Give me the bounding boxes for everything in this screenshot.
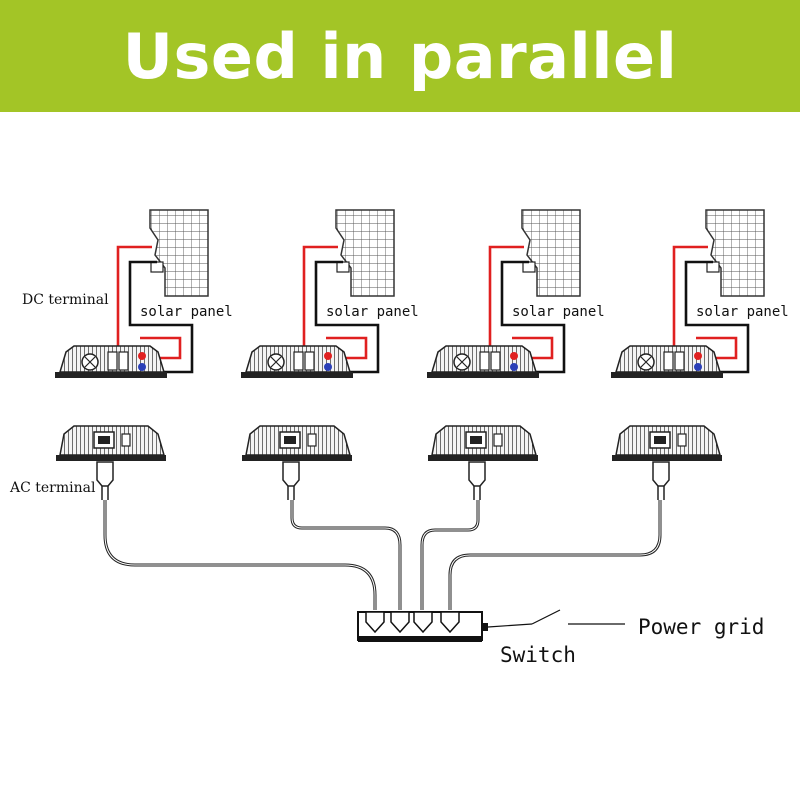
solar-panel [335, 209, 395, 297]
ac-plug-icon [282, 461, 300, 487]
ac-terminal-label: AC terminal [9, 480, 96, 496]
ac-switch-icon [121, 433, 131, 447]
solar-panel-label: solar panel [140, 304, 233, 320]
junction-box [706, 261, 720, 273]
ac-plug-icon [652, 461, 670, 487]
ac-switch-icon [307, 433, 317, 447]
socket-1 [365, 611, 385, 634]
power-grid-label: Power grid [638, 615, 764, 639]
ac-cable-1 [103, 500, 377, 610]
dc-negative-wire [128, 260, 194, 374]
distribution-box [357, 611, 488, 642]
socket-4 [440, 611, 460, 634]
dc-connector-icon [293, 351, 304, 371]
page-title: Used in parallel [122, 19, 678, 93]
socket-3 [413, 611, 433, 634]
negative-terminal-icon [324, 363, 332, 371]
dc-negative-wire [314, 260, 380, 374]
title-banner: Used in parallel [0, 0, 800, 112]
positive-terminal-icon [324, 352, 332, 360]
inverter-unit-2: solar panel [241, 209, 419, 500]
dc-negative-wire [500, 260, 566, 374]
ac-cable-2 [290, 500, 402, 610]
dc-terminal-label: DC terminal [22, 292, 109, 308]
negative-terminal-icon [694, 363, 702, 371]
switch-lever [531, 609, 561, 625]
dc-negative-wire [684, 260, 750, 374]
negative-terminal-icon [510, 363, 518, 371]
positive-terminal-icon [138, 352, 146, 360]
grid-switch [487, 609, 625, 628]
solar-panel-label: solar panel [326, 304, 419, 320]
junction-box [522, 261, 536, 273]
inverter-unit-1: solar panel [55, 209, 233, 500]
ac-plug-icon [96, 461, 114, 487]
dc-connector-icon [107, 351, 118, 371]
ac-switch-icon [677, 433, 687, 447]
inverter-unit-3: solar panel [427, 209, 605, 500]
negative-terminal-icon [138, 363, 146, 371]
solar-panel-label: solar panel [512, 304, 605, 320]
junction-box [336, 261, 350, 273]
ac-plug-icon [468, 461, 486, 487]
dc-connector-icon [479, 351, 490, 371]
solar-panel [149, 209, 209, 297]
positive-terminal-icon [510, 352, 518, 360]
switch-label: Switch [500, 643, 576, 667]
socket-2 [390, 611, 410, 634]
solar-panel [521, 209, 581, 297]
solar-panel-label: solar panel [696, 304, 789, 320]
junction-box [150, 261, 164, 273]
inverter-unit-4: solar panel [611, 209, 789, 500]
dc-connector-icon [663, 351, 674, 371]
ac-switch-icon [493, 433, 503, 447]
solar-panel [705, 209, 765, 297]
positive-terminal-icon [694, 352, 702, 360]
